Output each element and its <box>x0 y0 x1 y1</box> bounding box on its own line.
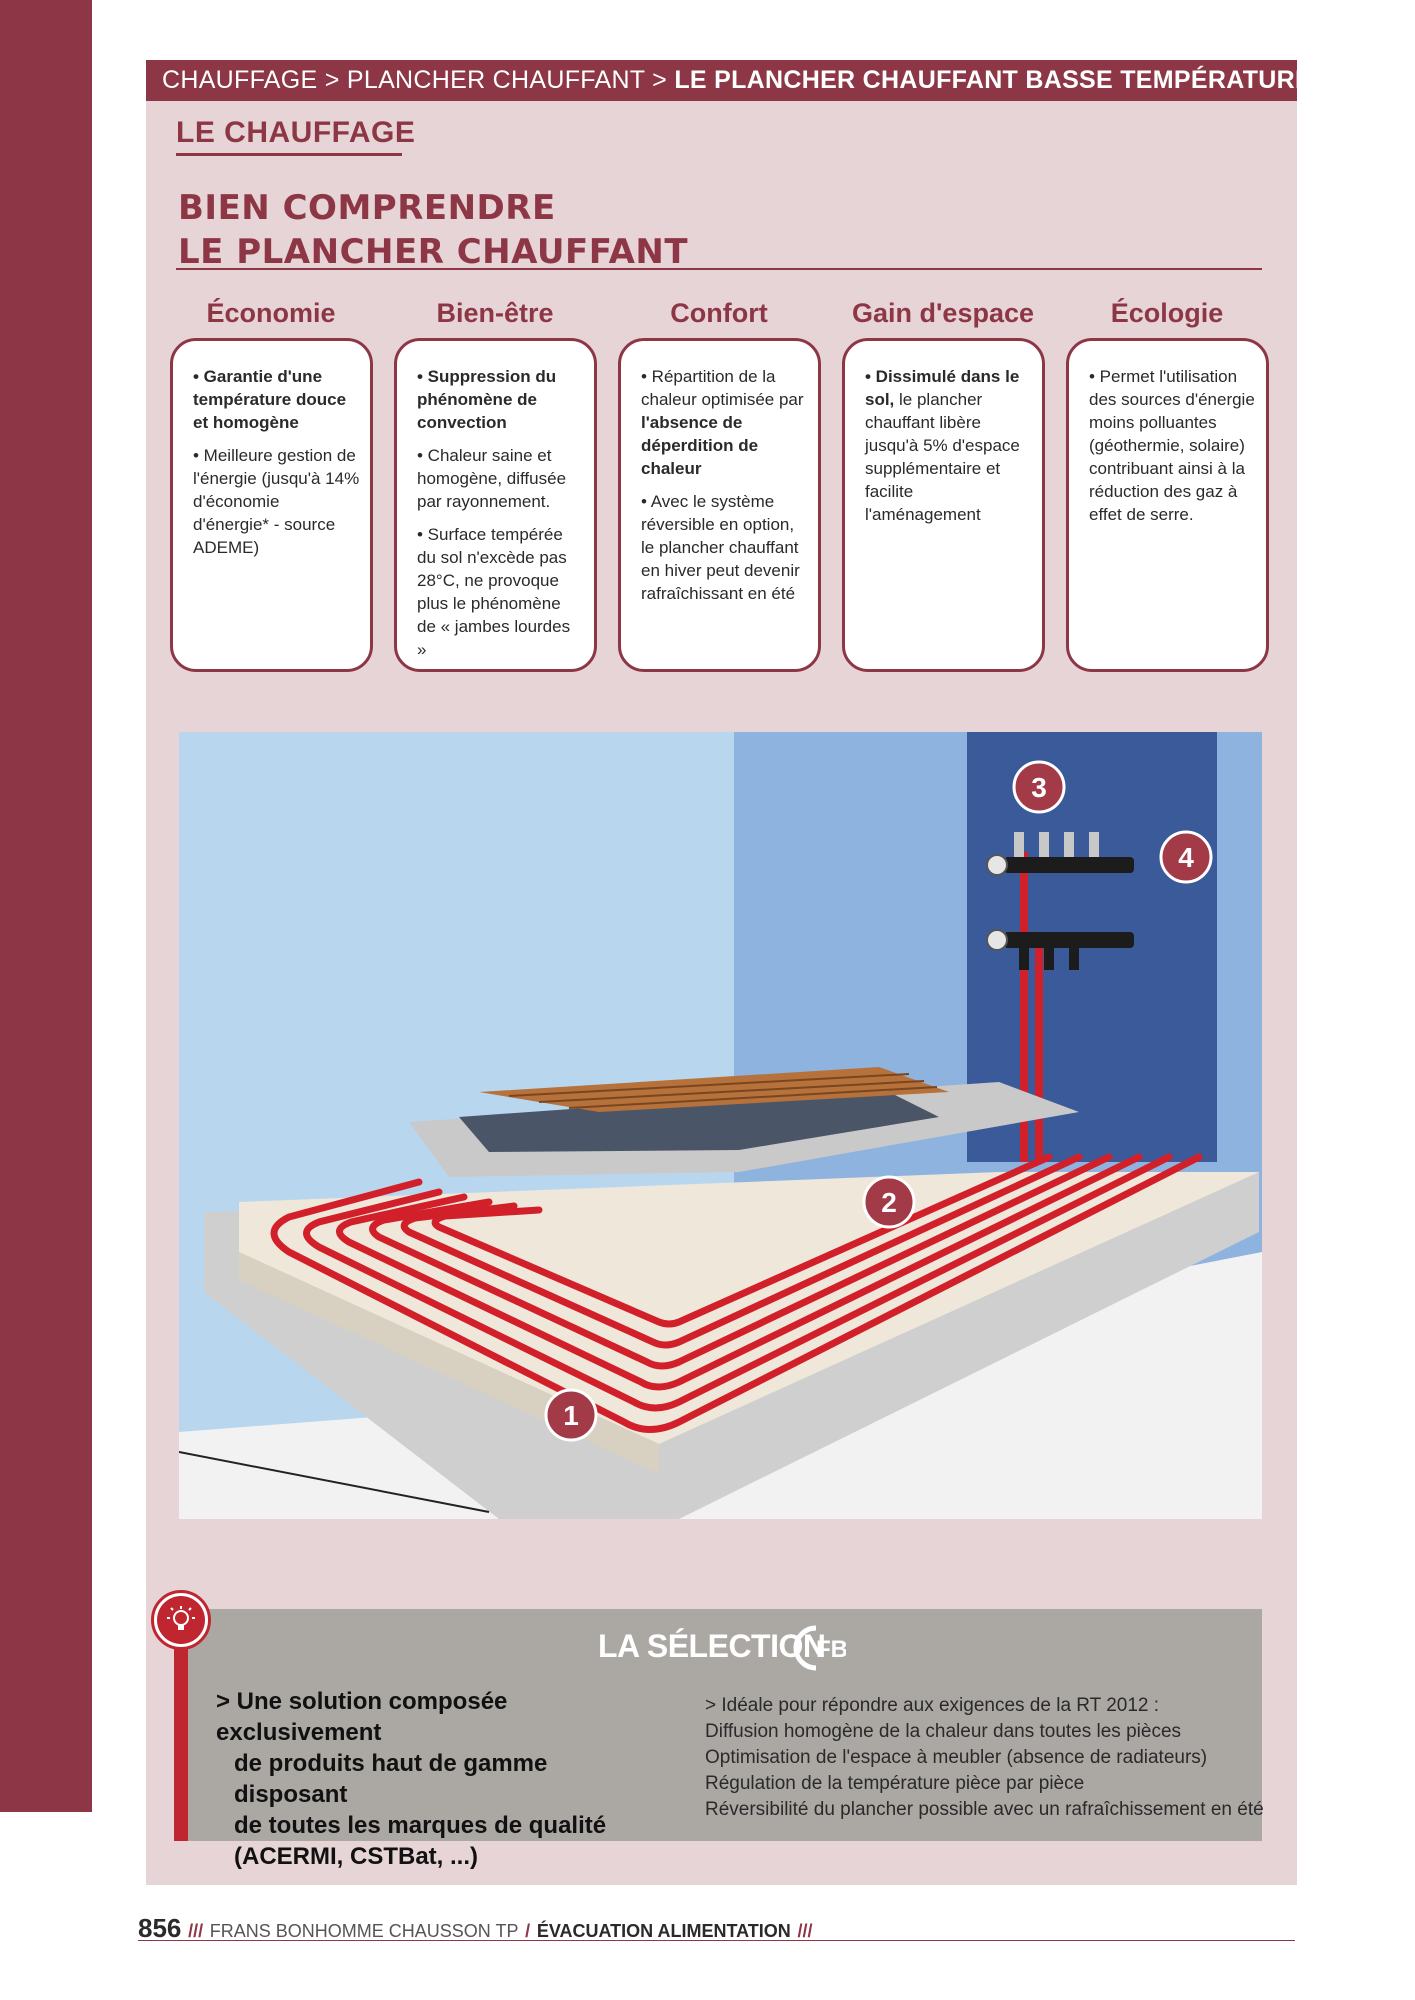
svg-text:2: 2 <box>881 1187 897 1218</box>
benefit-card-bien-etre: • Suppression du phénomène de convection… <box>394 338 597 672</box>
heating-pipes <box>270 1153 1203 1433</box>
page-title-line-1: BIEN COMPRENDRE <box>178 188 556 228</box>
benefit-card-ecologie: • Permet l'utilisation des sources d'éne… <box>1066 338 1269 672</box>
page-number: 856 <box>138 1913 182 1943</box>
page-title: BIEN COMPRENDRE LE PLANCHER CHAUFFANT <box>178 186 688 274</box>
fb-logo: FB <box>786 1623 848 1678</box>
breadcrumb-current: LE PLANCHER CHAUFFANT BASSE TEMPÉRATURE <box>674 66 1312 94</box>
selection-detail-line: Optimisation de l'espace à meubler (abse… <box>705 1747 1208 1768</box>
selection-highlight-line-2: de produits haut de gamme disposant <box>234 1750 548 1808</box>
benefit-card-confort: • Répartition de la chaleur optimisée pa… <box>618 338 821 672</box>
manifold-upper <box>986 832 1134 876</box>
footer-category: ÉVACUATION ALIMENTATION <box>536 1921 791 1941</box>
underfloor-heating-illustration: 1 2 3 4 <box>179 732 1262 1519</box>
wood-planks <box>508 1073 938 1109</box>
benefit-title-gain-espace: Gain d'espace <box>852 298 1034 328</box>
benefit-bullet: • Chaleur saine et homogène, diffusée pa… <box>417 446 567 511</box>
benefit-card-gain-espace: • Dissimulé dans le sol, le plancher cha… <box>842 338 1045 672</box>
benefit-title-ecologie: Écologie <box>1110 298 1224 328</box>
selection-highlight-line-3: de toutes les marques de qualité <box>234 1812 607 1839</box>
footer-end-slashes: /// <box>797 1921 813 1941</box>
manifold-lower <box>986 929 1134 970</box>
selection-detail-line: Régulation de la température pièce par p… <box>705 1773 1085 1794</box>
breadcrumb: CHAUFFAGE > PLANCHER CHAUFFANT > LE PLAN… <box>146 60 1312 101</box>
selection-details: > Idéale pour répondre aux exigences de … <box>705 1693 1264 1823</box>
title-underline <box>176 268 1262 270</box>
selection-box <box>176 1609 1262 1841</box>
svg-text:FB: FB <box>816 1636 846 1663</box>
svg-text:3: 3 <box>1031 772 1047 803</box>
selection-accent-bar <box>174 1632 188 1841</box>
page-footer: 856 /// FRANS BONHOMME CHAUSSON TP / ÉVA… <box>138 1913 812 1944</box>
floor-line <box>179 1451 490 1513</box>
selection-detail-line: > Idéale pour répondre aux exigences de … <box>705 1695 1160 1716</box>
benefit-card-economie: • Garantie d'une température douce et ho… <box>170 338 373 672</box>
benefit-title-confort: Confort <box>670 298 768 328</box>
benefit-bullet: • Avec le système réversible en option, … <box>641 492 800 603</box>
benefit-bullet: • Permet l'utilisation des sources d'éne… <box>1089 367 1255 524</box>
benefit-bullet: • Surface tempérée du sol n'excède pas 2… <box>417 525 571 659</box>
benefit-bullet: • Garantie d'une température douce et ho… <box>193 367 347 432</box>
selection-detail-line: Diffusion homogène de la chaleur dans to… <box>705 1721 1182 1742</box>
section-underline <box>176 153 402 156</box>
benefit-bullet: • Dissimulé dans le sol, le plancher cha… <box>865 367 1020 524</box>
marker-4: 4 <box>1159 830 1213 884</box>
lightbulb-icon <box>151 1590 211 1650</box>
benefit-bullet: • Meilleure gestion de l'énergie (jusqu'… <box>193 446 360 557</box>
breadcrumb-path: CHAUFFAGE > PLANCHER CHAUFFANT > <box>162 66 675 94</box>
selection-detail-line: Réversibilité du plancher possible avec … <box>705 1799 1264 1820</box>
footer-company: FRANS BONHOMME CHAUSSON TP <box>209 1921 519 1941</box>
footer-slashes: /// <box>188 1921 204 1941</box>
marker-3: 3 <box>1012 760 1066 814</box>
footer-rule <box>138 1940 1295 1941</box>
selection-highlight-line-1: > Une solution composée exclusivement <box>216 1688 508 1746</box>
selection-title: LA SÉLECTION <box>598 1628 826 1664</box>
marker-2: 2 <box>862 1175 916 1229</box>
benefit-title-economie: Économie <box>206 298 336 328</box>
benefit-title-bien-etre: Bien-être <box>436 298 554 328</box>
benefit-bullet: • Suppression du phénomène de convection <box>417 367 557 432</box>
page-title-line-2: LE PLANCHER CHAUFFANT <box>178 232 689 272</box>
footer-separator: / <box>525 1921 531 1941</box>
underlay-layer <box>459 1087 939 1152</box>
section-title: LE CHAUFFAGE <box>176 116 416 149</box>
selection-highlight-line-4: (ACERMI, CSTBat, ...) <box>234 1843 478 1870</box>
selection-highlight: > Une solution composée exclusivement de… <box>216 1686 646 1872</box>
side-accent-bar <box>0 0 92 1812</box>
svg-text:1: 1 <box>563 1400 579 1431</box>
marker-1: 1 <box>544 1388 598 1442</box>
benefit-bullet: • Répartition de la chaleur optimisée pa… <box>641 367 804 478</box>
svg-text:4: 4 <box>1178 842 1194 873</box>
